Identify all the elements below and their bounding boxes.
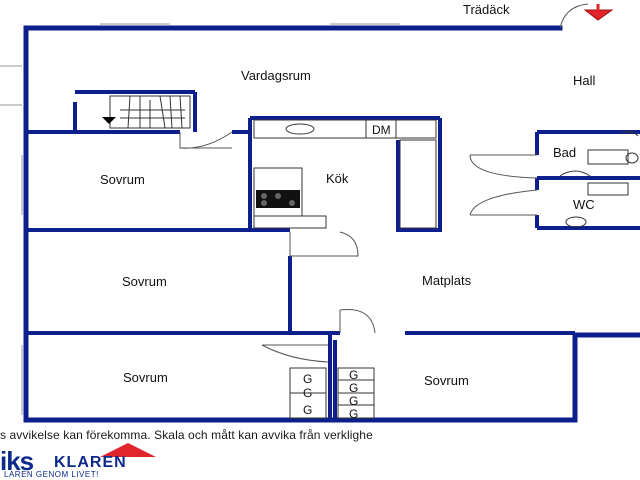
wardrobe-label: G (303, 372, 312, 386)
room-label-sovrum-1: Sovrum (100, 172, 145, 187)
wardrobe-label: G (303, 403, 312, 417)
wardrobe-label: G (303, 386, 312, 400)
door-swings (179, 3, 589, 363)
wardrobe-label: G (349, 368, 358, 382)
room-label-kok: Kök (326, 171, 349, 186)
disclaimer-text: s avvikelse kan förekomma. Skala och måt… (0, 428, 373, 442)
room-label-hall: Hall (573, 73, 596, 88)
room-label-vardagsrum: Vardagsrum (241, 68, 311, 83)
wardrobe-label: G (349, 407, 358, 421)
logo-roof-icon (100, 443, 156, 457)
room-label-sovrum-3: Sovrum (123, 370, 168, 385)
room-label-wc: WC (573, 197, 595, 212)
logo-name: iks (0, 446, 34, 476)
room-label-tradack: Trädäck (463, 2, 510, 17)
room-label-dm: DM (372, 123, 391, 137)
room-label-matplats: Matplats (422, 273, 472, 288)
wardrobe-labels: G G G G G G G (303, 368, 358, 421)
bath-fixtures (559, 130, 639, 228)
stair-direction-arrow-icon (102, 117, 116, 124)
outer-hatching (0, 23, 490, 422)
logo-sub: KLAREN (54, 454, 127, 471)
logo-tagline: LAREN GENOM LIVET! (4, 470, 99, 479)
wardrobe-label: G (349, 394, 358, 408)
stove-icon (256, 190, 300, 208)
wardrobes (289, 367, 375, 419)
outer-walls (23, 25, 640, 423)
room-label-sovrum-2: Sovrum (122, 274, 167, 289)
room-label-sovrum-4: Sovrum (424, 373, 469, 388)
room-label-bad: Bad (553, 145, 576, 160)
wardrobe-label: G (349, 381, 358, 395)
kitchen-fixtures (253, 119, 437, 229)
staircase (109, 95, 191, 129)
interior-walls (26, 90, 640, 420)
